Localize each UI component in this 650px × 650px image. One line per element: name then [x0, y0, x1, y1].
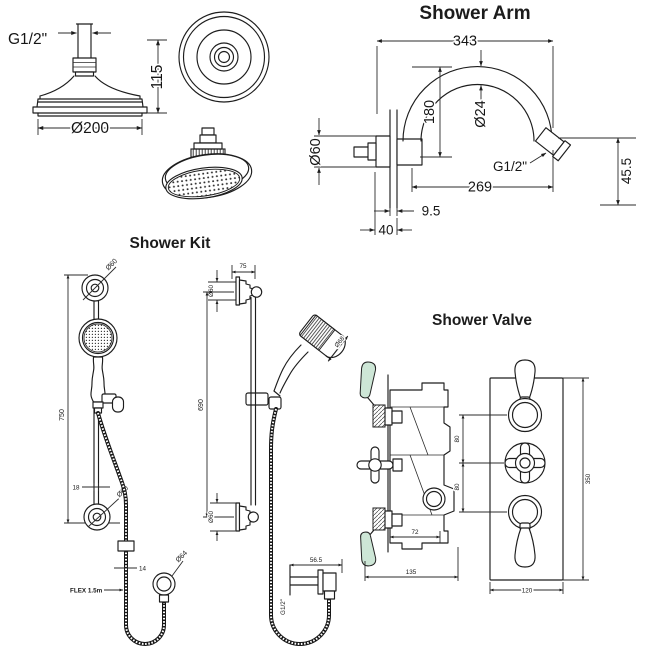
valve-front-cross-handle [504, 442, 546, 484]
valve-front-top-lever [507, 359, 543, 433]
valve-total-depth-label: 135 [406, 569, 417, 576]
kit-front-view: Ø60 750 18 Ø60 [58, 256, 191, 646]
arm-outlet-tip [534, 127, 572, 162]
shower-kit-drawing: Ø60 750 18 Ø60 [58, 256, 349, 646]
valve-pitch-top-label: 80 [454, 435, 461, 443]
shower-kit-title: Shower Kit [129, 235, 211, 252]
shower-valve-title: Shower Valve [432, 312, 532, 329]
shower-valve-drawing: 72 135 [356, 359, 594, 596]
head-height-label: 115 [149, 65, 166, 90]
kit-side-bracket-dia-label: Ø60 [208, 285, 215, 297]
valve-front-view: 80 80 350 120 [453, 359, 594, 596]
valve-side-view: 72 135 [356, 361, 459, 581]
kit-side-view: 75 Ø60 690 Ø68 [197, 262, 349, 646]
arm-thread-label: G1/2" [493, 159, 527, 174]
kit-bracket-depth-label: 75 [239, 263, 247, 270]
shower-head-face-view [161, 127, 253, 200]
kit-outlet-thread-label: G1/2" [280, 599, 287, 615]
kit-side-bottom-bracket-dia-label: Ø60 [208, 511, 215, 523]
arm-tube-diameter-label: Ø24 [473, 100, 489, 127]
arm-reach-label: 269 [468, 180, 492, 196]
arm-drop-label: 45.5 [619, 158, 634, 184]
shower-arm-title: Shower Arm [419, 3, 531, 24]
kit-hose-flex-label: FLEX 1.5m [70, 588, 103, 595]
shower-arm-view: 343 180 Ø24 Ø60 G1/2" 269 [307, 32, 636, 239]
valve-front-bottom-lever [507, 494, 543, 568]
arm-wall-block-label: 40 [378, 223, 393, 238]
valve-body-depth-label: 72 [411, 529, 419, 536]
arm-flange-diameter-label: Ø60 [308, 138, 324, 165]
kit-top-bracket-dia-label: Ø60 [105, 258, 119, 272]
arm-overall-width-label: 343 [453, 34, 477, 50]
kit-hose-clamp [117, 540, 135, 552]
kit-hose-dia-label: 14 [139, 566, 147, 573]
arm-rise-label: 180 [422, 100, 438, 124]
kit-rail-height-label: 690 [198, 399, 205, 411]
valve-plate-height-label: 350 [585, 473, 592, 484]
valve-plate-width-label: 120 [522, 588, 533, 595]
arm-plate-thickness-label: 9.5 [422, 204, 441, 219]
shower-head-drawing: G1/2" 115 Ø200 [7, 11, 270, 200]
kit-outlet-depth-label: 56.5 [310, 557, 323, 564]
head-thread-label: G1/2" [8, 31, 47, 48]
kit-rail-dia-label: 18 [72, 485, 80, 492]
shower-head-side-view: G1/2" 115 Ø200 [7, 23, 168, 139]
valve-side-bottom-lever [360, 507, 403, 567]
kit-rail-length-label: 750 [59, 409, 66, 421]
head-diameter-label: Ø200 [71, 120, 109, 137]
valve-pitch-bottom-label: 80 [454, 483, 461, 491]
valve-side-cross-handle [356, 446, 403, 484]
shower-head-top-view [178, 11, 270, 103]
valve-side-top-lever [359, 361, 403, 428]
shower-arm-drawing: 343 180 Ø24 Ø60 G1/2" 269 [307, 32, 636, 239]
